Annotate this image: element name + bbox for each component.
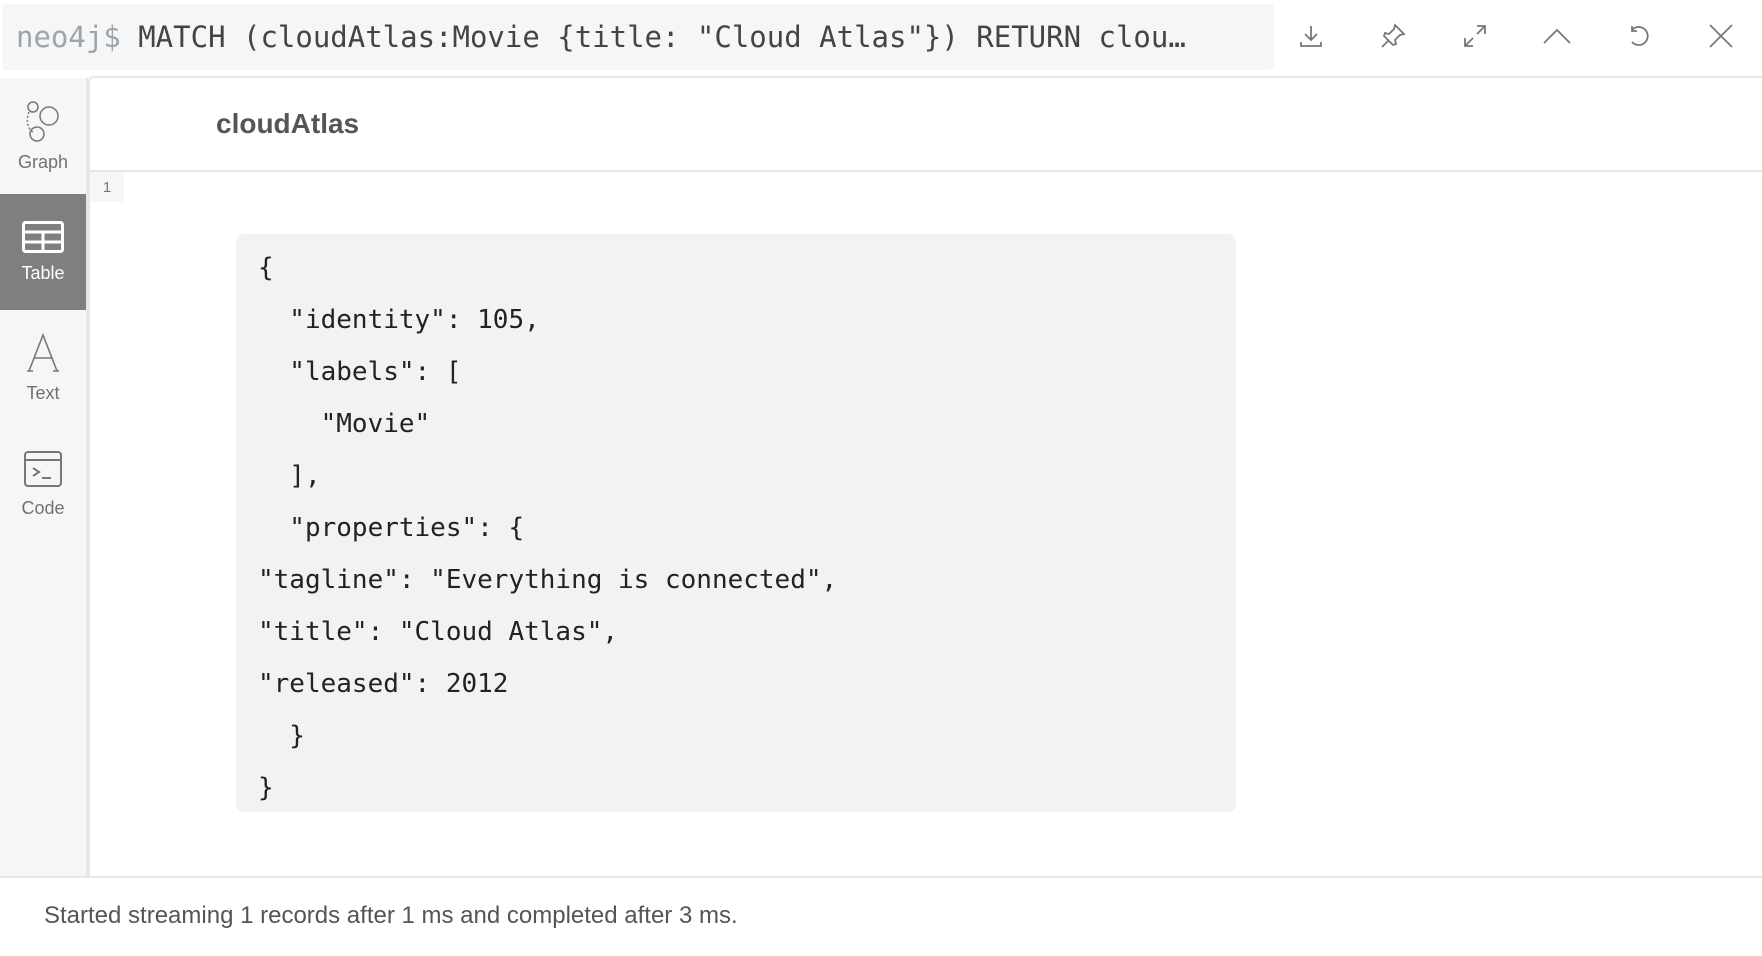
sidebar-item-code[interactable]: Code <box>0 426 86 542</box>
code-icon <box>24 450 62 487</box>
view-sidebar: Graph Table Text Code <box>0 78 88 876</box>
status-text: Started streaming 1 records after 1 ms a… <box>44 902 738 929</box>
text-icon <box>27 332 59 372</box>
column-header: cloudAtlas <box>216 108 360 139</box>
sidebar-item-label: Text <box>26 382 60 403</box>
download-button[interactable] <box>1270 14 1352 58</box>
json-line: "tagline": "Everything is connected", <box>258 565 838 595</box>
close-icon <box>1709 24 1733 48</box>
pin-icon <box>1381 23 1406 48</box>
json-line: } <box>258 721 305 751</box>
json-line: ], <box>258 461 321 491</box>
header-divider <box>90 170 1762 172</box>
close-button[interactable] <box>1680 14 1762 58</box>
table-icon <box>22 220 64 253</box>
json-line: { <box>258 253 274 283</box>
result-frame: cloudAtlas 1 { "identity": 105, "labels"… <box>88 76 1762 878</box>
rerun-icon <box>1631 26 1649 46</box>
json-line: "Movie" <box>258 409 431 439</box>
expand-icon <box>1464 25 1486 47</box>
sidebar-item-text[interactable]: Text <box>0 310 86 426</box>
prompt: neo4j$ <box>16 20 121 54</box>
json-line: "labels": [ <box>258 357 462 387</box>
collapse-button[interactable] <box>1516 14 1598 58</box>
collapse-icon <box>1543 28 1571 44</box>
query-editor[interactable]: neo4j$ MATCH (cloudAtlas:Movie {title: "… <box>2 4 1274 70</box>
sidebar-item-label: Code <box>21 497 65 518</box>
sidebar-item-label: Table <box>21 262 65 283</box>
query-text: MATCH (cloudAtlas:Movie {title: "Cloud A… <box>120 20 1186 54</box>
fullscreen-button[interactable] <box>1434 14 1516 58</box>
json-line: } <box>258 773 274 803</box>
frame-actions <box>1270 14 1762 58</box>
pin-button[interactable] <box>1352 14 1434 58</box>
json-line: "properties": { <box>258 513 525 543</box>
json-line: "released": 2012 <box>258 669 509 699</box>
download-icon <box>1300 26 1322 47</box>
sidebar-item-label: Graph <box>17 151 69 172</box>
graph-icon <box>26 100 59 142</box>
sidebar-item-table[interactable]: Table <box>0 194 86 310</box>
sidebar-item-graph[interactable]: Graph <box>0 78 86 194</box>
footer-divider <box>0 876 1762 878</box>
json-cell: { "identity": 105, "labels": [ "Movie" ]… <box>236 234 1236 812</box>
json-line: "identity": 105, <box>258 305 540 335</box>
row-number: 1 <box>90 172 124 202</box>
rerun-button[interactable] <box>1598 14 1680 58</box>
json-line: "title": "Cloud Atlas", <box>258 617 619 647</box>
